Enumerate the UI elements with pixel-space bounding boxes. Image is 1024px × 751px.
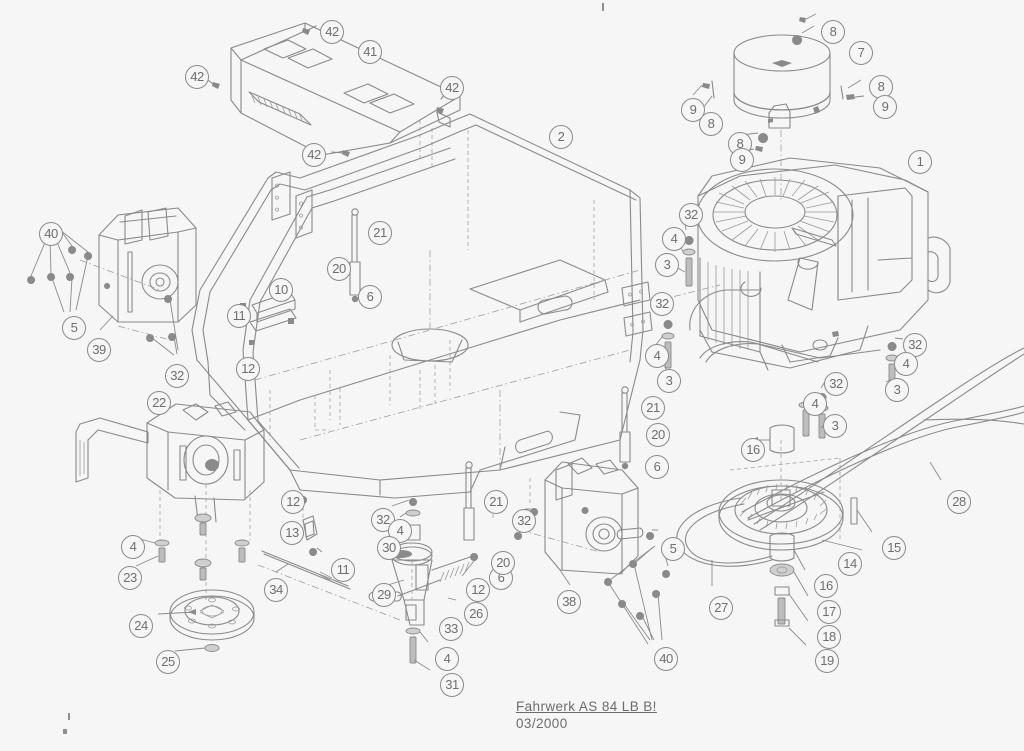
belt-28 xyxy=(741,347,1024,531)
callout-29[interactable]: 29 xyxy=(372,583,396,607)
callout-28[interactable]: 28 xyxy=(947,490,971,514)
main-frame-2 xyxy=(191,113,653,520)
shock-absorber-left xyxy=(349,208,361,303)
engine-1 xyxy=(689,157,951,371)
callout-32-a[interactable]: 32 xyxy=(679,203,703,227)
callout-4-b[interactable]: 4 xyxy=(645,344,669,368)
seat-fasteners-42 xyxy=(202,25,449,157)
callout-11-a[interactable]: 11 xyxy=(227,304,251,328)
right-pump-hardware xyxy=(514,508,671,645)
callout-3-b[interactable]: 3 xyxy=(657,369,681,393)
gearbox-22 xyxy=(75,401,265,600)
callout-17[interactable]: 17 xyxy=(817,600,841,624)
callout-33[interactable]: 33 xyxy=(439,617,463,641)
callout-4-g[interactable]: 4 xyxy=(435,647,459,671)
callout-34[interactable]: 34 xyxy=(264,578,288,602)
callout-23[interactable]: 23 xyxy=(118,566,142,590)
callout-9-a[interactable]: 9 xyxy=(873,95,897,119)
callout-41[interactable]: 41 xyxy=(358,40,382,64)
shock-absorber-right xyxy=(619,386,631,470)
seat-panel-41 xyxy=(230,22,461,170)
callout-4-c[interactable]: 4 xyxy=(894,352,918,376)
left-pump-hardware xyxy=(27,226,179,356)
idler-pulley-14 xyxy=(718,401,873,646)
diagram-date: 03/2000 xyxy=(516,716,568,731)
callout-1[interactable]: 1 xyxy=(908,150,932,174)
callout-13[interactable]: 13 xyxy=(280,521,304,545)
left-pump-39 xyxy=(98,207,197,323)
scan-artifact-a xyxy=(68,713,70,720)
right-pump-38 xyxy=(519,457,644,586)
callout-30[interactable]: 30 xyxy=(377,536,401,560)
callout-22[interactable]: 22 xyxy=(147,391,171,415)
callout-15[interactable]: 15 xyxy=(882,536,906,560)
callout-20-a[interactable]: 20 xyxy=(327,257,351,281)
callout-5-b[interactable]: 5 xyxy=(661,537,685,561)
diagram-title: Fahrwerk AS 84 LB B! xyxy=(516,699,657,714)
air-filter-7 xyxy=(733,34,831,129)
callout-40-a[interactable]: 40 xyxy=(39,222,63,246)
callout-31[interactable]: 31 xyxy=(440,673,464,697)
callout-12-a[interactable]: 12 xyxy=(236,357,260,381)
callout-11-b[interactable]: 11 xyxy=(331,558,355,582)
callout-2[interactable]: 2 xyxy=(549,125,573,149)
callout-24[interactable]: 24 xyxy=(129,614,153,638)
callout-38[interactable]: 38 xyxy=(557,590,581,614)
callout-42-c[interactable]: 42 xyxy=(440,76,464,100)
callout-8-c[interactable]: 8 xyxy=(699,112,723,136)
callout-39[interactable]: 39 xyxy=(87,338,111,362)
callout-27[interactable]: 27 xyxy=(709,596,733,620)
callout-6-b[interactable]: 6 xyxy=(645,455,669,479)
callout-32-g[interactable]: 32 xyxy=(512,509,536,533)
callout-25[interactable]: 25 xyxy=(156,650,180,674)
callout-9-c[interactable]: 9 xyxy=(730,148,754,172)
engine-mount-hardware xyxy=(654,211,904,439)
scan-artifact-b xyxy=(63,729,67,734)
callout-16-a[interactable]: 16 xyxy=(741,438,765,462)
callout-9-b[interactable]: 9 xyxy=(681,98,705,122)
callout-4-d[interactable]: 4 xyxy=(803,392,827,416)
callout-3-d[interactable]: 3 xyxy=(823,414,847,438)
callout-4-e[interactable]: 4 xyxy=(121,535,145,559)
gearbox-hardware xyxy=(135,513,250,581)
callout-21-b[interactable]: 21 xyxy=(641,396,665,420)
callout-3-a[interactable]: 3 xyxy=(655,253,679,277)
callout-42-a[interactable]: 42 xyxy=(320,20,344,44)
callout-12-b[interactable]: 12 xyxy=(281,490,305,514)
callout-21-a[interactable]: 21 xyxy=(368,221,392,245)
callout-8-a[interactable]: 8 xyxy=(821,20,845,44)
callout-42-d[interactable]: 42 xyxy=(302,143,326,167)
callout-18[interactable]: 18 xyxy=(817,625,841,649)
drive-pulley-24 xyxy=(157,589,255,652)
callout-32-d[interactable]: 32 xyxy=(824,372,848,396)
callout-42-b[interactable]: 42 xyxy=(185,65,209,89)
air-filter-fasteners xyxy=(692,13,865,152)
callout-3-c[interactable]: 3 xyxy=(885,378,909,402)
callout-19[interactable]: 19 xyxy=(815,649,839,673)
callout-32-b[interactable]: 32 xyxy=(165,364,189,388)
callout-4-a[interactable]: 4 xyxy=(662,227,686,251)
callout-12-c[interactable]: 12 xyxy=(466,578,490,602)
callout-26[interactable]: 26 xyxy=(464,602,488,626)
shock-absorber-mid xyxy=(463,461,475,541)
scan-artifact-c xyxy=(602,3,604,11)
callout-7[interactable]: 7 xyxy=(849,41,873,65)
callout-16-b[interactable]: 16 xyxy=(814,574,838,598)
callout-14[interactable]: 14 xyxy=(838,552,862,576)
callout-5-a[interactable]: 5 xyxy=(62,316,86,340)
callout-20-b[interactable]: 20 xyxy=(646,423,670,447)
callout-20-c[interactable]: 20 xyxy=(491,551,515,575)
callout-40-b[interactable]: 40 xyxy=(654,647,678,671)
callout-10[interactable]: 10 xyxy=(269,278,293,302)
callout-6-a[interactable]: 6 xyxy=(358,285,382,309)
callout-32-c[interactable]: 32 xyxy=(650,292,674,316)
callout-21-c[interactable]: 21 xyxy=(484,490,508,514)
